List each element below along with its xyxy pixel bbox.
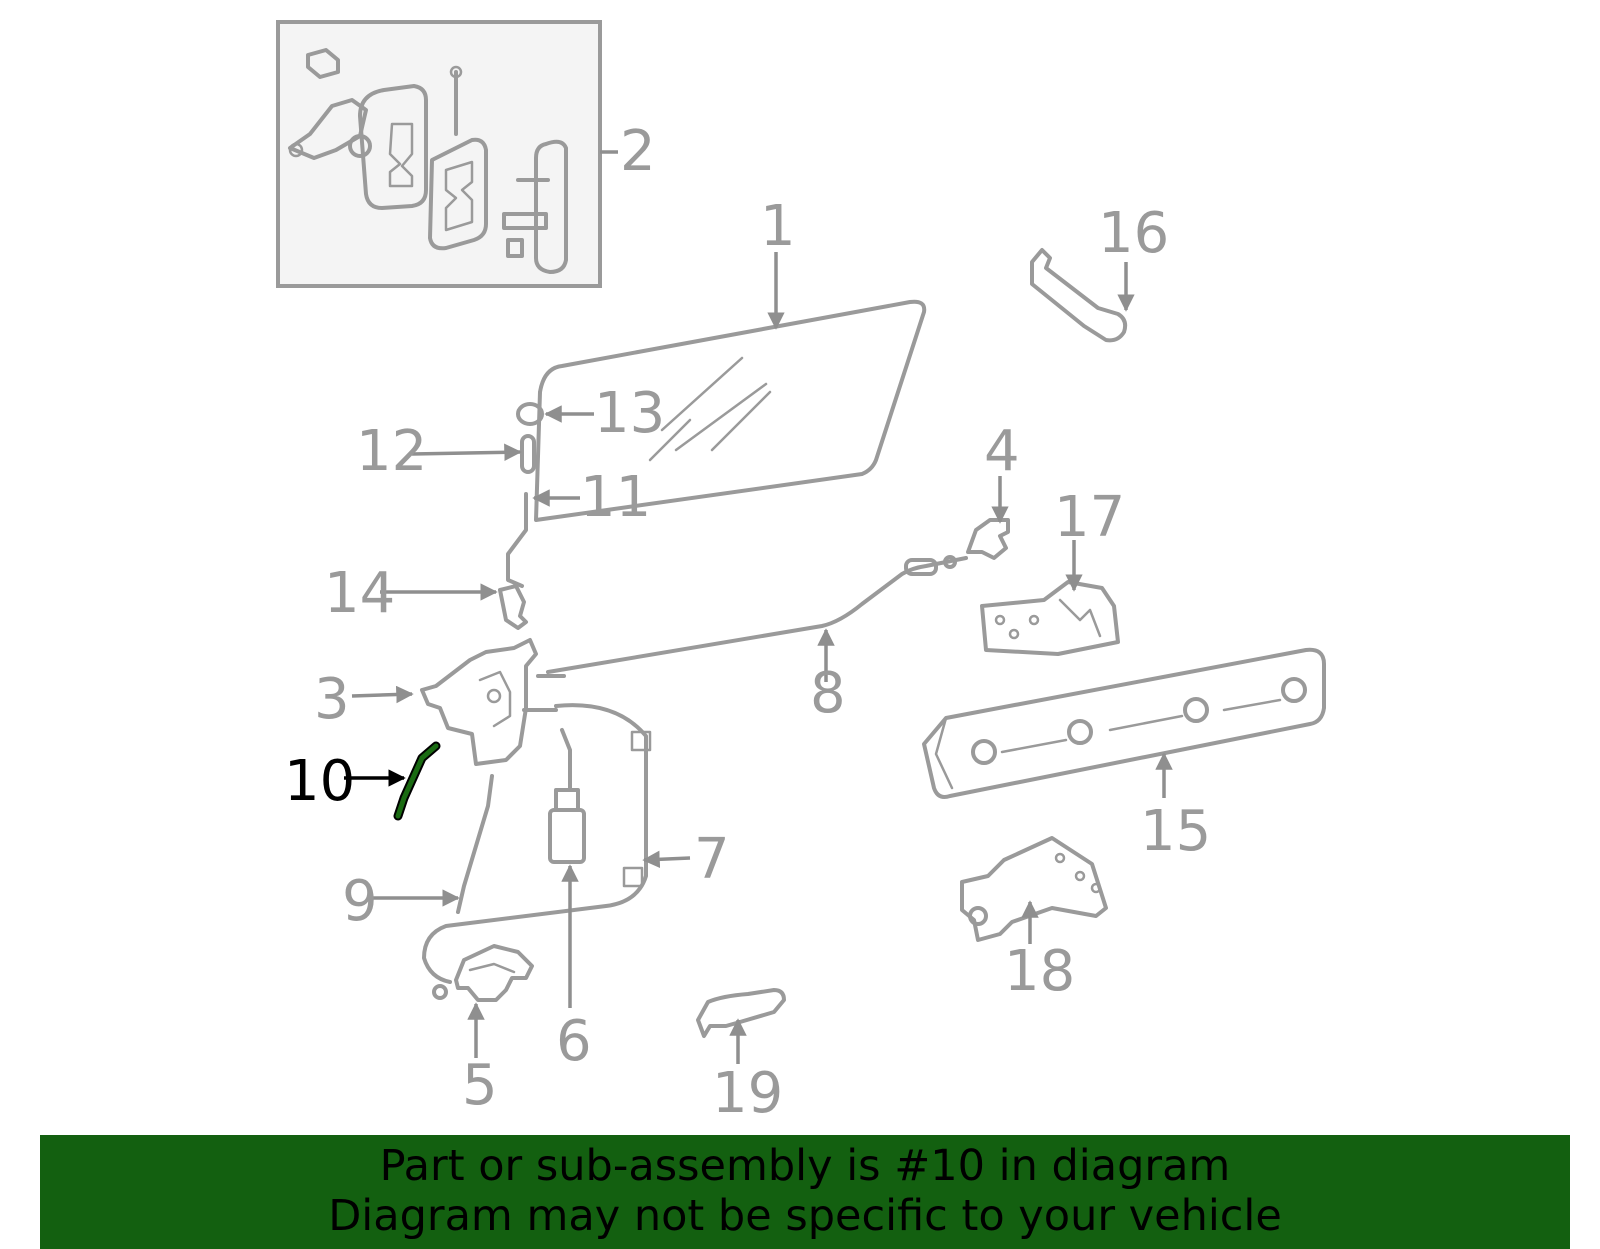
part-4-striker: 4: [966, 419, 1020, 560]
callout-8: 8: [810, 661, 846, 726]
footer-line-disclaimer: Diagram may not be specific to your vehi…: [328, 1191, 1282, 1241]
footer-line-part-number: Part or sub-assembly is #10 in diagram: [379, 1141, 1231, 1191]
part-16-handle: 16: [1030, 201, 1169, 343]
callout-17: 17: [1054, 485, 1125, 550]
callout-18: 18: [1004, 939, 1075, 1004]
part-9-rod: 9: [342, 774, 494, 934]
part-17-hinge: 17: [980, 485, 1125, 656]
part-8-cable: 8: [536, 555, 968, 726]
callout-11: 11: [580, 465, 651, 530]
part-12-clip: 12: [356, 419, 536, 484]
callout-3: 3: [314, 667, 350, 732]
callout-6: 6: [556, 1009, 592, 1074]
part-3-latch: 3: [314, 638, 538, 766]
part-13-grommet: 13: [516, 381, 665, 446]
part-11-rod: 11: [506, 465, 651, 588]
callout-4: 4: [984, 419, 1020, 484]
callout-14: 14: [324, 561, 395, 626]
callout-10: 10: [284, 749, 355, 814]
part-18-lower-hinge: 18: [960, 836, 1108, 1004]
callout-15: 15: [1140, 799, 1211, 864]
part-7-cable: 7: [422, 703, 730, 984]
callout-9: 9: [342, 869, 378, 934]
part-5-lower-latch: 5: [432, 944, 534, 1118]
callout-12: 12: [356, 419, 427, 484]
callout-16: 16: [1098, 201, 1169, 266]
callout-5: 5: [462, 1053, 498, 1118]
part-14-clip: 14: [324, 561, 528, 630]
part-6-actuator: 6: [548, 728, 592, 1074]
part-10-rod-highlighted: 10: [284, 741, 441, 821]
part-1-door-glass: 1: [534, 194, 927, 522]
part-2-lock-kit-inset: 2: [276, 20, 656, 288]
callout-1: 1: [760, 194, 796, 259]
callout-2: 2: [620, 119, 656, 184]
callout-13: 13: [594, 381, 665, 446]
callout-7: 7: [694, 827, 730, 892]
footer-banner: Part or sub-assembly is #10 in diagram D…: [40, 1135, 1570, 1249]
part-19-bumper: 19: [696, 988, 786, 1126]
callout-19: 19: [712, 1061, 783, 1126]
part-15-sill-plate: 15: [922, 647, 1326, 864]
